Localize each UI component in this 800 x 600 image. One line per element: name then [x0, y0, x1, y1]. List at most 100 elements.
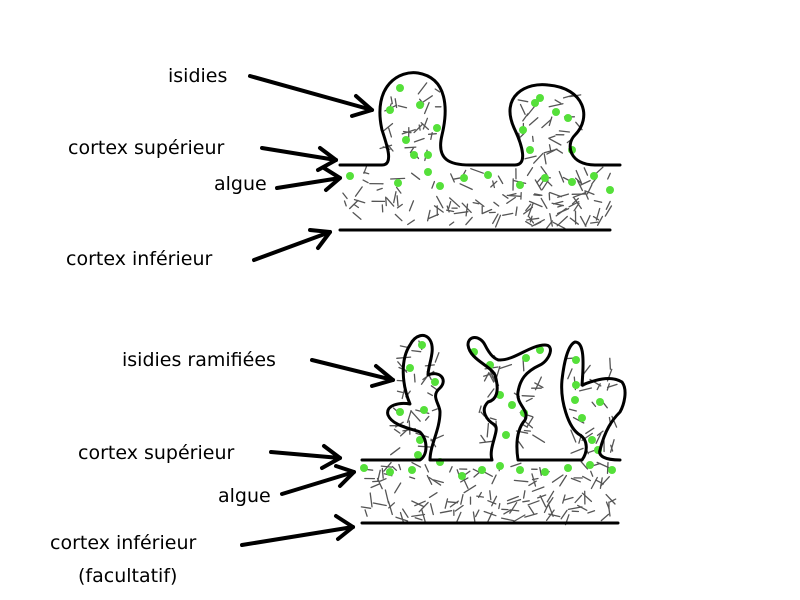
bottom-isidia-label: isidies ramifiées: [122, 349, 276, 371]
hypha-stroke: [424, 464, 430, 473]
alga-cell: [396, 84, 404, 92]
top-alga-label: algue: [214, 173, 267, 195]
bottom-branched-isidia-outline: [360, 333, 627, 462]
hypha-stroke: [353, 198, 366, 204]
hypha-stroke: [448, 200, 452, 209]
hypha-stroke: [472, 201, 480, 205]
hypha-stroke: [487, 388, 495, 398]
hypha-stroke: [411, 513, 426, 518]
hypha-stroke: [410, 172, 421, 180]
hypha-stroke: [376, 187, 383, 191]
hypha-stroke: [377, 469, 381, 482]
hypha-stroke: [434, 352, 440, 363]
hypha-stroke: [343, 200, 347, 207]
hypha-stroke: [489, 490, 492, 501]
bottom-upper-cortex-label: cortex supérieur: [78, 442, 234, 464]
alga-cell: [484, 171, 492, 179]
hypha-stroke: [577, 504, 588, 511]
hypha-stroke: [525, 220, 533, 226]
hypha-stroke: [570, 447, 584, 454]
alga-cell: [516, 181, 524, 189]
top-lower-cortex-arrow: [252, 228, 332, 262]
hypha-stroke: [578, 387, 593, 392]
hypha-stroke: [604, 205, 613, 217]
hypha-stroke: [372, 502, 387, 507]
hypha-stroke: [414, 500, 426, 507]
alga-cell: [586, 461, 594, 469]
hypha-stroke: [506, 495, 519, 502]
hypha-stroke: [394, 98, 398, 109]
alga-cell: [508, 401, 516, 409]
alga-cell: [360, 464, 368, 472]
alga-cell: [424, 151, 432, 159]
hypha-stroke: [582, 475, 592, 482]
hypha-stroke: [545, 220, 554, 230]
hypha-stroke: [531, 486, 545, 492]
alga-cell: [578, 414, 586, 422]
hypha-stroke: [480, 434, 486, 443]
hypha-stroke: [498, 502, 501, 510]
hypha-stroke: [444, 498, 449, 509]
hypha-stroke: [411, 349, 422, 353]
alga-cell: [541, 174, 549, 182]
hypha-stroke: [574, 177, 583, 185]
hypha-stroke: [534, 382, 544, 389]
hypha-stroke: [446, 205, 450, 213]
hypha-stroke: [560, 509, 568, 520]
hypha-stroke: [609, 498, 617, 503]
hypha-stroke: [537, 494, 547, 499]
hypha-stroke: [526, 217, 540, 221]
alga-cell: [394, 179, 402, 187]
hypha-stroke: [596, 461, 610, 469]
alga-cell: [460, 174, 468, 182]
hypha-stroke: [398, 463, 402, 471]
bottom-optional-label: (facultatif): [78, 565, 177, 587]
alga-cell: [608, 466, 616, 474]
hypha-stroke: [592, 215, 600, 221]
hypha-stroke: [494, 214, 502, 228]
hypha-stroke: [513, 479, 529, 483]
hypha-stroke: [465, 216, 473, 226]
hypha-stroke: [575, 169, 582, 184]
hypha-stroke: [525, 203, 532, 212]
hypha-stroke: [417, 82, 428, 95]
hypha-stroke: [546, 490, 555, 503]
alga-cell: [571, 396, 579, 404]
hypha-stroke: [543, 148, 558, 154]
hypha-stroke: [434, 88, 441, 93]
hypha-stroke: [581, 492, 593, 503]
top-algae-layer: [346, 84, 614, 194]
hypha-stroke: [342, 192, 348, 200]
hypha-stroke: [541, 180, 549, 191]
hypha-stroke: [411, 500, 424, 508]
hypha-stroke: [399, 511, 405, 524]
hypha-stroke: [397, 105, 408, 109]
hypha-stroke: [411, 461, 422, 468]
hypha-stroke: [432, 479, 444, 484]
hypha-stroke: [548, 513, 561, 518]
hypha-stroke: [431, 408, 438, 412]
hypha-stroke: [539, 495, 547, 508]
hypha-stroke: [584, 190, 595, 196]
hypha-stroke: [528, 200, 543, 208]
hypha-stroke: [459, 183, 473, 191]
top-isidia-label: isidies: [168, 65, 227, 87]
hypha-stroke: [500, 517, 515, 522]
hypha-stroke: [379, 478, 387, 482]
hypha-stroke: [439, 510, 453, 514]
hypha-stroke: [381, 467, 384, 479]
hypha-stroke: [590, 470, 594, 477]
hypha-stroke: [380, 465, 393, 468]
hypha-stroke: [426, 209, 431, 222]
alga-cell: [564, 464, 572, 472]
alga-cell: [552, 108, 560, 116]
hypha-stroke: [455, 511, 462, 524]
hypha-stroke: [600, 476, 610, 487]
hypha-stroke: [549, 212, 553, 227]
hypha-stroke: [531, 473, 537, 487]
hypha-stroke: [517, 99, 529, 103]
alga-cell: [606, 186, 614, 194]
hypha-stroke: [388, 502, 396, 509]
hypha-stroke: [488, 372, 495, 383]
hypha-stroke: [545, 509, 555, 522]
